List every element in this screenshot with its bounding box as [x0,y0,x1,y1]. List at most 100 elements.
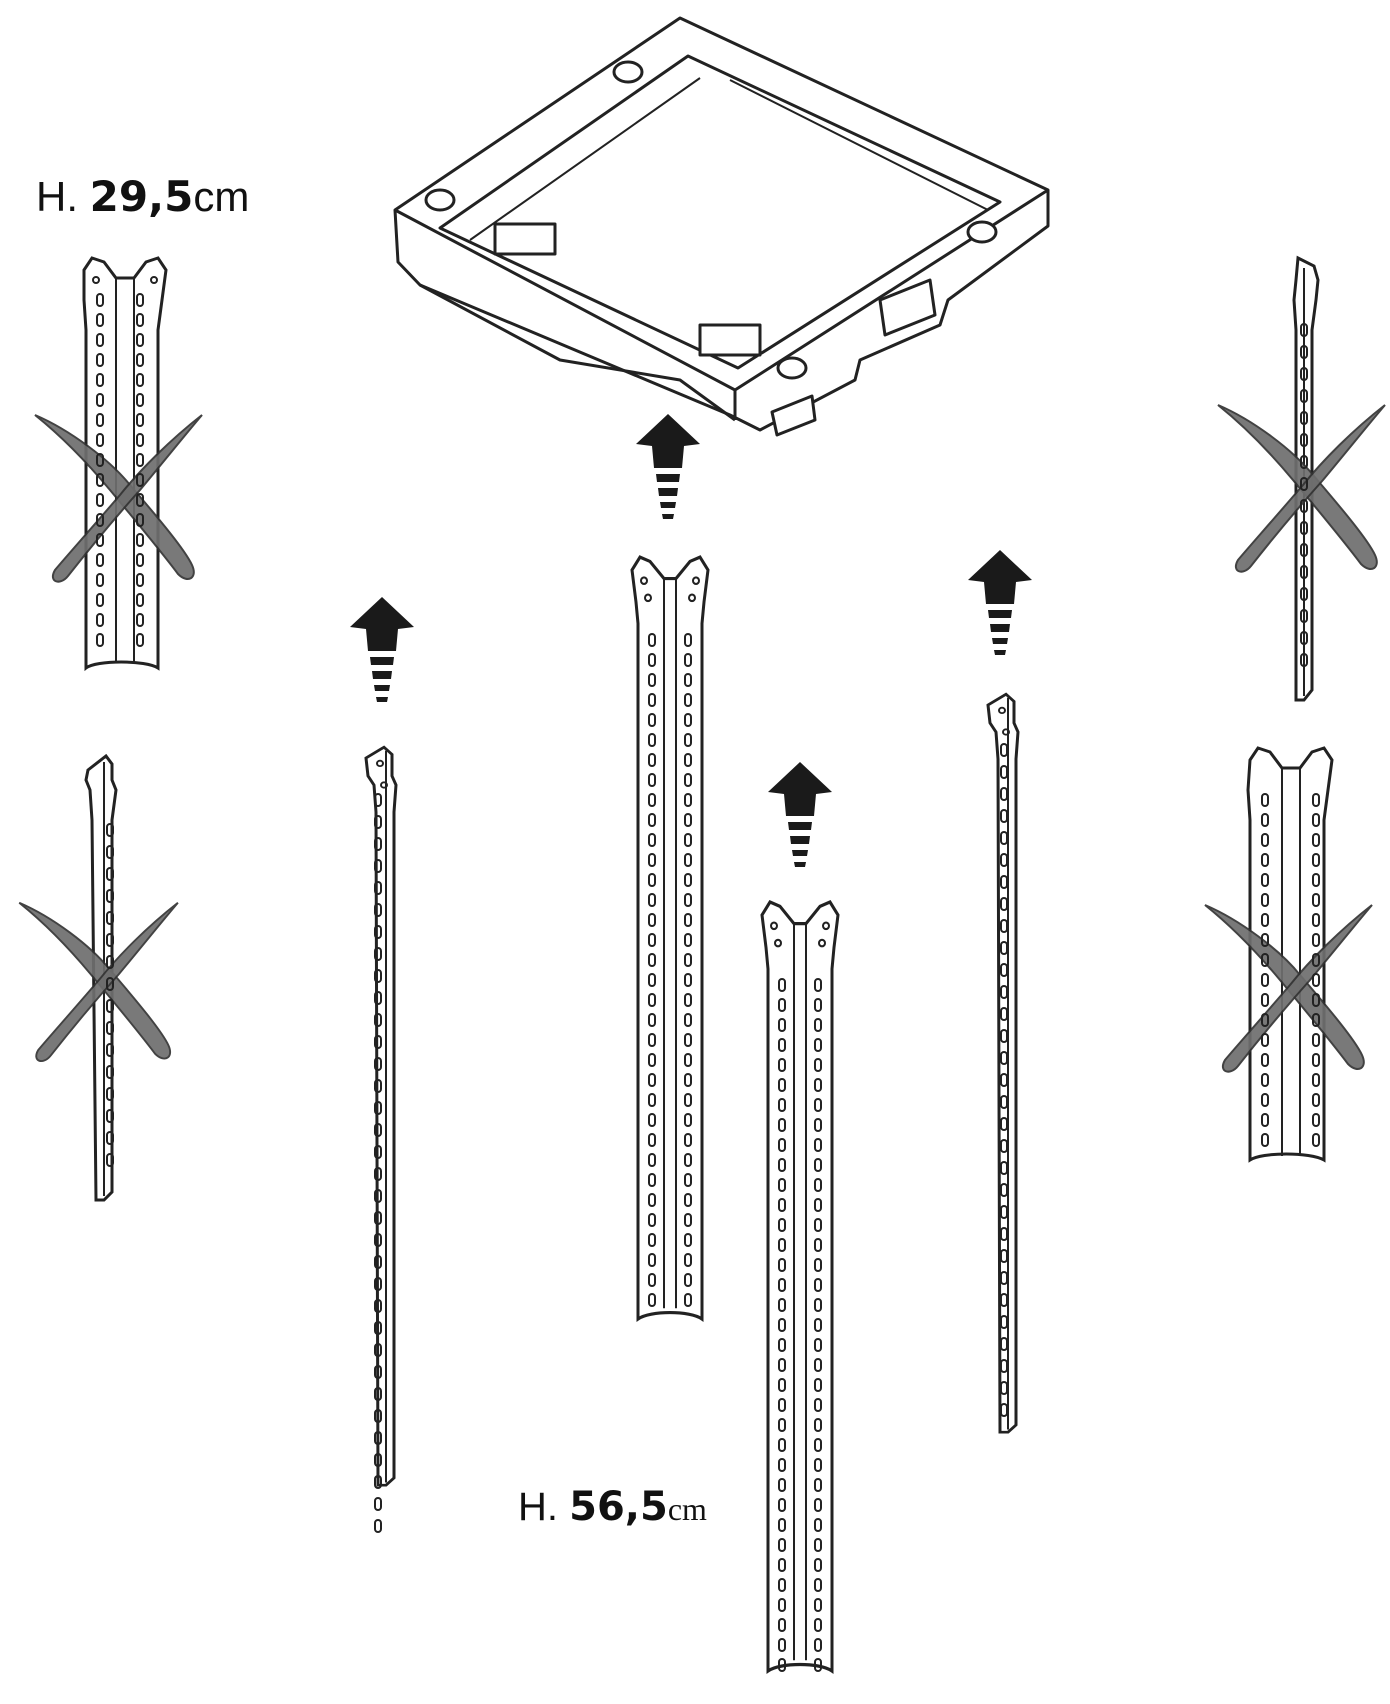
slot [814,1238,822,1252]
slot [814,1498,822,1512]
slot [96,533,104,547]
slot [648,1093,656,1107]
slot [374,903,382,917]
slot [814,1358,822,1372]
slot [778,1438,786,1452]
slot [1000,919,1008,933]
slot [1261,933,1269,947]
slot [1000,853,1008,867]
slot [106,955,114,969]
slot [374,1255,382,1269]
slot [684,853,692,867]
slot [648,833,656,847]
slot [374,969,382,983]
slot [1300,521,1308,535]
slot [648,1173,656,1187]
slot [374,1453,382,1467]
slot [1312,1053,1320,1067]
slot [1000,743,1008,757]
slot [778,1098,786,1112]
slot [96,613,104,627]
slot [96,453,104,467]
slot [1000,809,1008,823]
slot [684,1153,692,1167]
slot [814,1118,822,1132]
slot [1312,933,1320,947]
slot [1261,793,1269,807]
slot [1300,499,1308,513]
slot [648,713,656,727]
slot [814,1078,822,1092]
slot [684,1173,692,1187]
slot [1000,1183,1008,1197]
slot [648,913,656,927]
slot [136,413,144,427]
slot [136,593,144,607]
slot [648,773,656,787]
slot [1300,631,1308,645]
slot [1000,1161,1008,1175]
slot [684,1073,692,1087]
slot [374,859,382,873]
slot [374,925,382,939]
slot [1300,543,1308,557]
slot [814,1258,822,1272]
slot [136,553,144,567]
slot [648,673,656,687]
slot [684,1133,692,1147]
slot [136,513,144,527]
slot [1300,455,1308,469]
slot [648,1073,656,1087]
slot [684,913,692,927]
slot [684,1013,692,1027]
long-upright-wide-center [630,555,710,1321]
up-arrow-icon [636,414,700,519]
slot [1312,1133,1320,1147]
slot [374,1321,382,1335]
short-upright-wide-left [82,256,168,672]
slot [1300,389,1308,403]
slot [1000,1073,1008,1087]
slot [814,1378,822,1392]
slot [684,673,692,687]
slot [136,453,144,467]
slot [106,933,114,947]
slot [648,633,656,647]
slot [778,1198,786,1212]
slot [1300,653,1308,667]
slot [778,1578,786,1592]
slot [778,1118,786,1132]
slot [374,947,382,961]
slot [684,633,692,647]
slot [1000,1381,1008,1395]
slot [374,1211,382,1225]
slot [1261,1013,1269,1027]
slot [374,991,382,1005]
slot [648,1053,656,1067]
up-arrow-icon [968,550,1032,655]
slot [648,1193,656,1207]
slot [778,1418,786,1432]
slot [648,853,656,867]
slot [814,1418,822,1432]
slot [1312,833,1320,847]
slot [684,1253,692,1267]
upright-slots [96,293,1320,1672]
slot [106,823,114,837]
slot [778,1638,786,1652]
slot [374,1497,382,1511]
slot [1000,1227,1008,1241]
slot [374,1431,382,1445]
slot [1000,1337,1008,1351]
slot [1000,1359,1008,1373]
slot [374,1299,382,1313]
slot [1261,813,1269,827]
slot [374,1387,382,1401]
slot [814,1658,822,1672]
slot [814,1458,822,1472]
slot [1261,853,1269,867]
up-arrow-icon [768,762,832,867]
slot [814,998,822,1012]
slot [374,1123,382,1137]
